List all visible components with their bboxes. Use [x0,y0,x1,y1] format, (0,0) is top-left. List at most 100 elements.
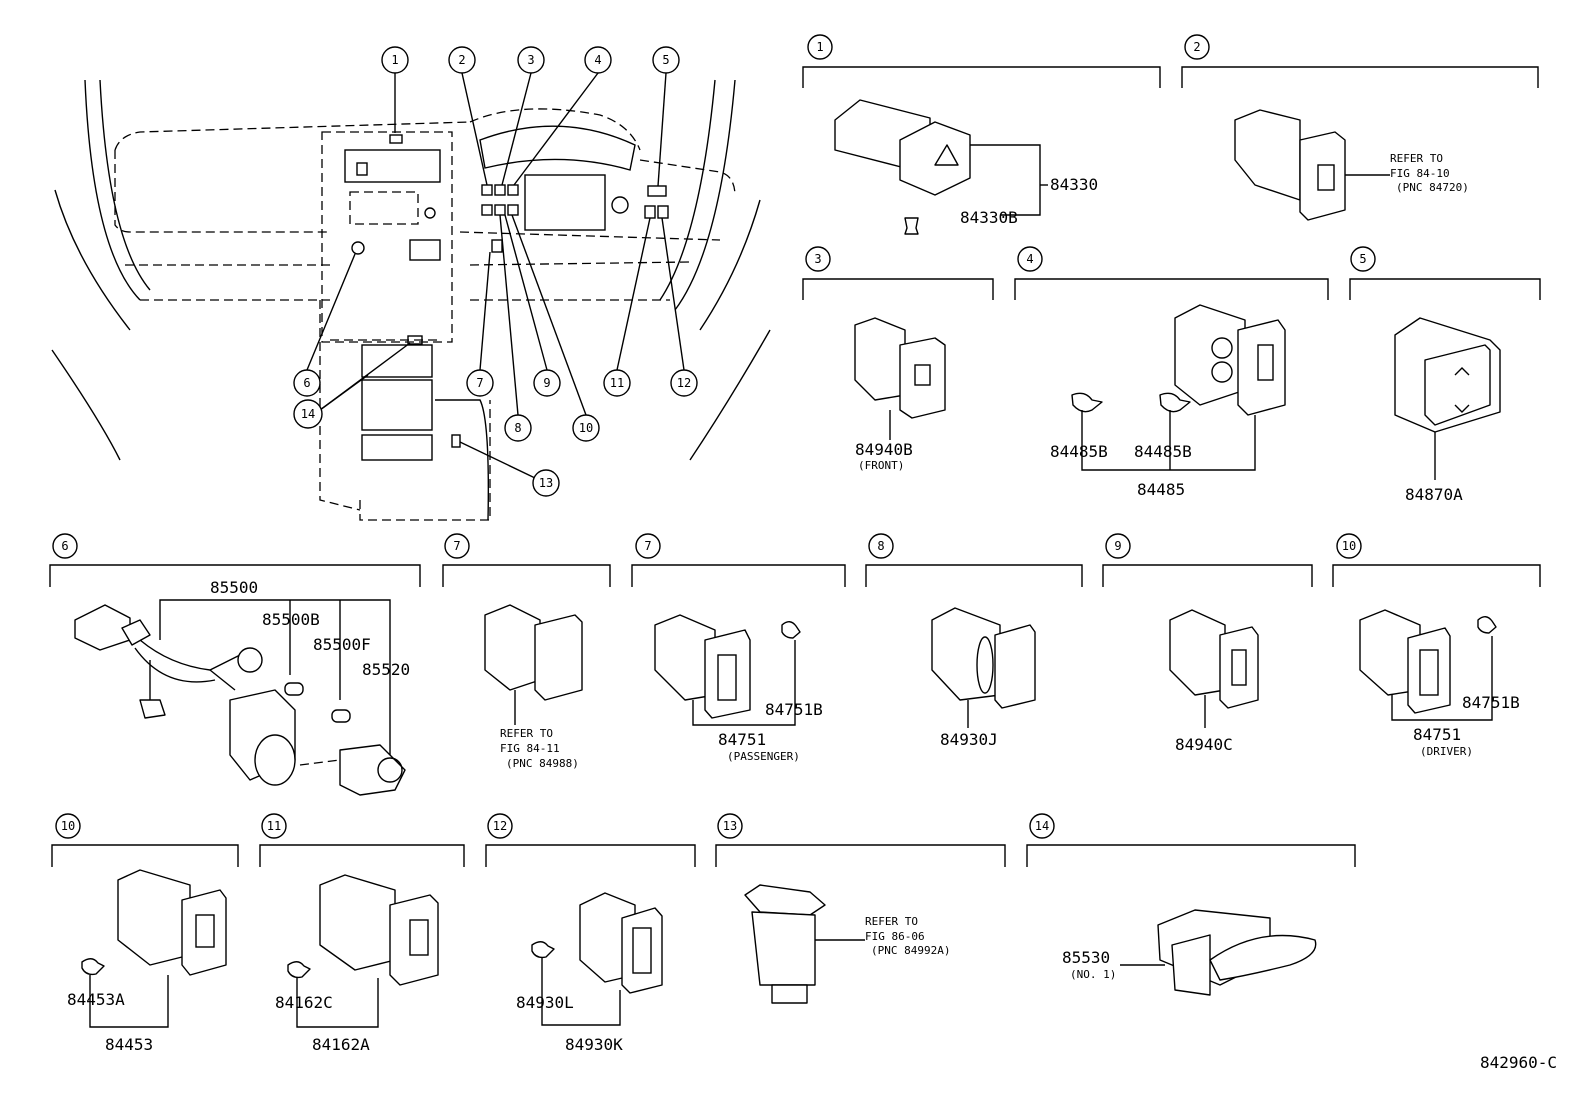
group-number: 1 [816,40,823,54]
refer-to-note: REFER TO [1390,152,1443,165]
group-number: 2 [1193,40,1200,54]
refer-figure: FIG 84-11 [500,742,560,755]
callout-number: 12 [677,376,691,390]
part-number-85500B: 85500B [262,610,320,629]
callout-number: 4 [594,53,601,67]
group-7-passenger: 7 84751B 84751 (PASSENGER) [631,533,846,763]
group-8: 8 84930J [865,533,1083,749]
refer-to-note: REFER TO [500,727,553,740]
figure-code: 842960-C [1480,1053,1557,1072]
part-number-84940C: 84940C [1175,735,1233,754]
position-note: (FRONT) [858,459,904,472]
part-number-84485B: 84485B [1134,442,1192,461]
part-number-85520: 85520 [362,660,410,679]
part-number-84485: 84485 [1137,480,1185,499]
group-4: 4 84485B 84485B 84485 [1014,246,1329,499]
part-number-84751B: 84751B [1462,693,1520,712]
part-number-84940B: 84940B [855,440,913,459]
refer-figure: FIG 84-10 [1390,167,1450,180]
part-number-84453: 84453 [105,1035,153,1054]
callout-12: 12 [670,369,698,397]
callout-11: 11 [603,369,631,397]
part-number-84930L: 84930L [516,993,574,1012]
callout-4: 4 [584,46,612,74]
group-number: 12 [493,819,507,833]
callout-number: 6 [303,376,310,390]
refer-pnc: (PNC 84992A) [871,944,950,957]
group-1: 1 84330 84330B [802,34,1161,235]
callout-9: 9 [533,369,561,397]
position-note: (PASSENGER) [727,750,800,763]
part-number-85500: 85500 [210,578,258,597]
refer-figure: FIG 86-06 [865,930,925,943]
callout-3: 3 [517,46,545,74]
callout-2: 2 [448,46,476,74]
group-number: 13 [723,819,737,833]
callout-number: 14 [301,407,315,421]
callout-7: 7 [466,369,494,397]
refer-pnc: (PNC 84720) [1396,181,1469,194]
group-number: 3 [814,252,821,266]
callout-5: 5 [652,46,680,74]
callout-number: 2 [458,53,465,67]
part-number-84930K: 84930K [565,1035,623,1054]
callout-number: 8 [514,421,521,435]
group-number: 7 [453,539,460,553]
callout-leaders [306,72,685,479]
group-14: 14 85530 (NO. 1) [1026,813,1356,996]
part-number-84162C: 84162C [275,993,333,1012]
dashboard-overview [51,79,771,521]
callout-number: 1 [391,53,398,67]
callout-10: 10 [572,414,600,442]
part-number-84751: 84751 [718,730,766,749]
group-number: 11 [267,819,281,833]
callout-number: 9 [543,376,550,390]
group-2: 2 REFER TO FIG 84-10 (PNC 84720) [1181,34,1539,221]
callout-8: 8 [504,414,532,442]
group-number: 6 [61,539,68,553]
callout-number: 3 [527,53,534,67]
refer-to-note: REFER TO [865,915,918,928]
callout-number: 10 [579,421,593,435]
part-number-84485B: 84485B [1050,442,1108,461]
part-number-84330B: 84330B [960,208,1018,227]
group-number: 9 [1114,539,1121,553]
group-13: 13 REFER TO FIG 86-06 (PNC 84992A) [715,813,1006,1004]
callout-1: 1 [381,46,409,74]
group-3: 3 84940B (FRONT) [802,246,994,472]
callout-13: 13 [532,469,560,497]
group-number: 5 [1359,252,1366,266]
group-number: 4 [1026,252,1033,266]
callout-number: 11 [610,376,624,390]
part-number-84751B: 84751B [765,700,823,719]
part-number-84330: 84330 [1050,175,1098,194]
part-number-85530: 85530 [1062,948,1110,967]
part-number-84751: 84751 [1413,725,1461,744]
group-5: 5 84870A [1349,246,1541,504]
quantity-note: (NO. 1) [1070,968,1116,981]
callout-number: 7 [476,376,483,390]
group-number: 8 [877,539,884,553]
group-10-driver: 10 84751B 84751 (DRIVER) [1332,533,1541,758]
callout-14: 14 [293,399,323,429]
group-number: 10 [61,819,75,833]
overview-callouts: 1 2 3 4 5 6 7 8 9 10 11 12 13 14 [293,46,698,497]
group-number: 7 [644,539,651,553]
refer-pnc: (PNC 84988) [506,757,579,770]
position-note: (DRIVER) [1420,745,1473,758]
group-12: 12 84930L 84930K [485,813,696,1054]
group-9: 9 84940C [1102,533,1313,754]
part-number-84930J: 84930J [940,730,998,749]
group-11: 11 84162C 84162A [259,813,465,1054]
group-7-refer: 7 REFER TO FIG 84-11 (PNC 84988) [442,533,611,770]
part-number-84162A: 84162A [312,1035,370,1054]
group-6: 6 85500 85500B 85500F 85520 [49,533,421,796]
group-10: 10 84453A 84453 [51,813,239,1054]
part-number-85500F: 85500F [313,635,371,654]
callout-number: 13 [539,476,553,490]
part-number-84453A: 84453A [67,990,125,1009]
callout-6: 6 [293,369,321,397]
group-number: 10 [1342,539,1356,553]
part-number-84870A: 84870A [1405,485,1463,504]
